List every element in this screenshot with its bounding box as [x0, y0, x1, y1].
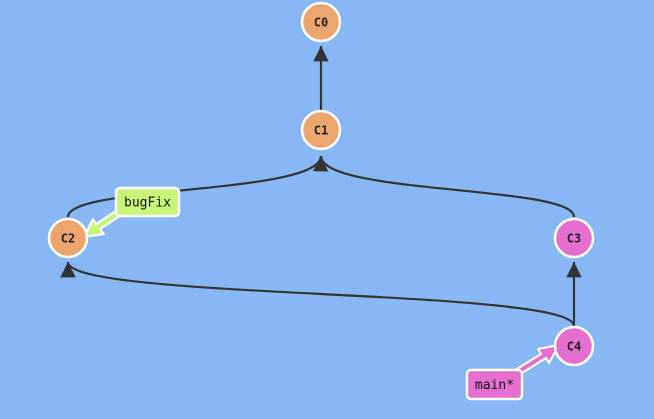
commit-c3[interactable]: C3 [553, 217, 595, 259]
branch-main-tag[interactable] [465, 368, 524, 401]
commit-c0-circle[interactable] [300, 1, 342, 43]
commit-c2-label: C2 [61, 232, 75, 246]
commit-c4-circle[interactable] [553, 325, 595, 367]
commit-c3-label: C3 [567, 232, 581, 246]
edges [60, 46, 582, 327]
edge-c2-c1 [66, 155, 329, 218]
branch-bugfix[interactable]: bugFix [83, 186, 181, 238]
commit-c2-circle[interactable] [47, 217, 89, 259]
commit-c3-circle[interactable] [553, 217, 595, 259]
branch-main[interactable]: main* [465, 344, 560, 401]
commit-c4-label: C4 [567, 340, 581, 354]
commit-c0-label: C0 [314, 16, 328, 30]
edge-c3-c1 [319, 155, 576, 218]
commit-c1-label: C1 [314, 124, 328, 138]
branch-bugfix-label: bugFix [124, 196, 171, 211]
edge-c4-c2 [60, 261, 576, 327]
commit-c1[interactable]: C1 [300, 109, 342, 151]
commit-c0[interactable]: C0 [300, 1, 342, 43]
commit-c2[interactable]: C2 [47, 217, 89, 259]
commit-c4[interactable]: C4 [553, 325, 595, 367]
branch-main-label: main* [475, 378, 514, 393]
commit-c1-circle[interactable] [300, 109, 342, 151]
branch-bugfix-tag[interactable] [114, 186, 181, 218]
